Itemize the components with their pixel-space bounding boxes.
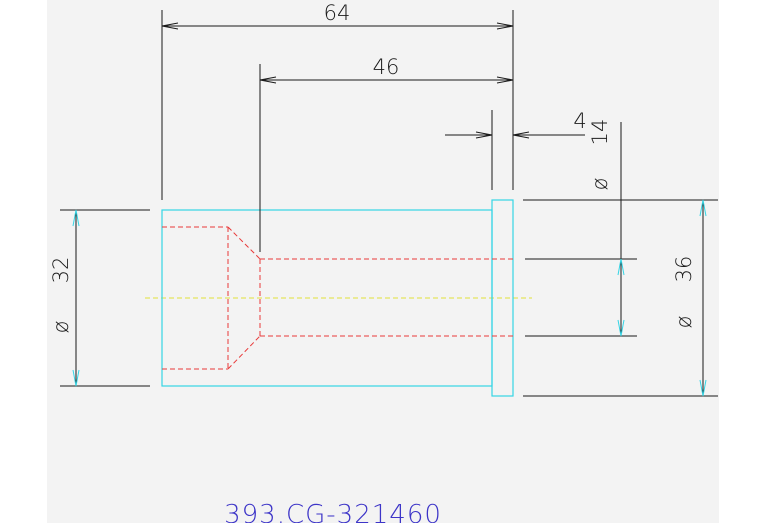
bore-diameter-label: 14 — [588, 119, 612, 146]
bore-diameter-symbol: ø — [588, 178, 612, 191]
dimension-arrows — [161, 22, 530, 139]
hidden-lines — [162, 226, 513, 370]
body-diameter-symbol: ø — [49, 321, 73, 334]
flange-width-label: 4 — [573, 109, 586, 133]
flange-diameter-label: 36 — [672, 256, 696, 283]
part-outline — [161, 199, 514, 397]
overall-length-label: 64 — [324, 1, 351, 25]
diameter-arrows — [72, 199, 707, 397]
part-number: 393.CG-321460 — [224, 500, 442, 523]
flange-rectangle — [491, 199, 514, 397]
flange-diameter-symbol: ø — [672, 316, 696, 329]
drawing-panel — [47, 0, 719, 523]
dimension-lines — [60, 10, 718, 397]
body-diameter-label: 32 — [49, 257, 73, 284]
bore-length-label: 46 — [373, 55, 400, 79]
